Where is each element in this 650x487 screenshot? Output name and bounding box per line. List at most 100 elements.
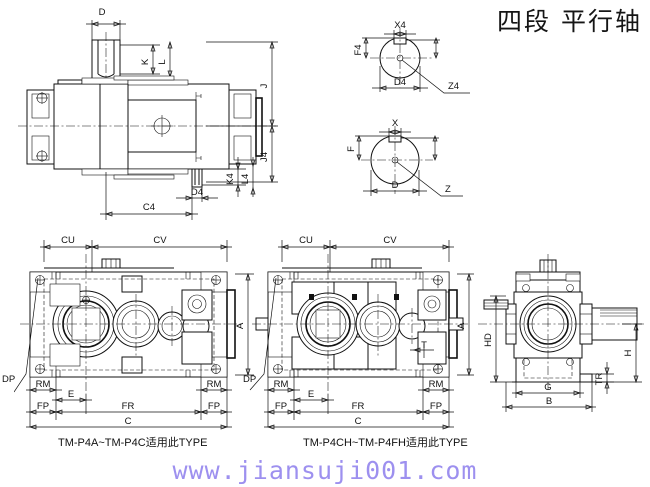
dimension-FR: FR [52,401,206,420]
label-Z4: Z4 [448,81,459,92]
dimension-L: L [157,40,173,79]
label-C4: C4 [143,202,155,213]
label-H: H [623,349,634,356]
keyway-detail-lower: X F D Z [346,118,463,197]
dimension-E: E [52,389,92,414]
label-L4: L4 [240,174,251,185]
label-CV-right: CV [383,235,397,246]
label-E-right: E [308,389,314,400]
top-assembly-view: D K L [18,7,278,220]
dimension-K4: K4 [202,157,246,197]
label-L: L [157,59,168,64]
leader-Z: Z [396,161,463,197]
dimension-C: C [26,416,232,430]
label-FP-r2: FP [430,401,442,412]
dimension-X: X [379,118,411,142]
dimension-D-detail: D [363,170,427,196]
label-B: B [546,396,552,407]
label-A-right: A [456,322,467,329]
label-K4: K4 [225,173,236,185]
label-D-detail: D [392,180,399,191]
dimension-RM-right-right-view: RM [418,377,454,407]
label-HD: HD [483,333,494,347]
label-A: A [235,322,246,329]
site-watermark: www.jiansuji001.com [172,456,478,485]
dimension-FP-right: FP [197,397,232,427]
dimension-F4: F4 [353,37,440,59]
label-K: K [140,58,151,65]
label-FP-l2: FP [275,401,287,412]
dimension-C-right: C [264,416,454,430]
leader-DP-right [249,277,277,391]
label-FR-right: FR [352,401,365,412]
label-G: G [544,382,551,393]
label-TR: TR [594,373,605,386]
dimension-C4: C4 [100,172,198,220]
caption-left-type: TM-P4A~TM-P4C适用此TYPE [58,437,208,449]
plan-view-left: CU CV [14,235,254,430]
dimension-G: G [512,382,584,398]
dimension-HD: HD [483,294,512,384]
dimension-K: K [120,43,160,76]
label-X: X [392,118,399,129]
side-housing [478,254,644,390]
label-FP-right: FP [208,401,220,412]
keyway-detail-upper: X4 F4 D4 Z4 [353,20,470,94]
plan-housing-right [252,254,468,394]
label-DP-right: DP [243,374,257,385]
label-T: T [421,340,427,351]
dimension-RM-right: RM [196,377,232,407]
dimension-D4: D4 [176,185,218,202]
label-D: D [99,7,106,18]
dimension-A-right: A [456,272,474,377]
dimension-A: A [235,272,254,377]
leader-DP [14,277,39,393]
dimension-RM-left: RM [26,377,62,407]
dimension-RM-left-right-view: RM [264,377,300,407]
dimension-L4: L4 [240,157,256,197]
label-CU-right: CU [299,235,313,246]
label-E: E [68,389,74,400]
label-F: F [346,146,357,152]
label-FP-left: FP [37,401,49,412]
label-C-left: C [125,416,132,427]
plan-view-right: CU CV [249,235,474,430]
label-X4: X4 [394,20,406,31]
dimension-B: B [502,382,596,412]
label-RM-l2: RM [274,379,289,390]
plan-housing-left [20,254,242,394]
label-Z: Z [445,184,451,195]
dimension-CU-right: CU [278,235,334,280]
label-J4: J4 [259,152,270,162]
dimension-J: J [206,40,278,128]
label-FR: FR [122,401,135,412]
label-RM-right: RM [207,379,222,390]
dimension-FP-right-right-view: FP [419,397,454,427]
housing-body [18,75,276,188]
dimension-TR: TR [584,362,614,394]
shaft-section-lower [361,126,433,194]
label-CV: CV [153,235,167,246]
label-C-right: C [355,416,362,427]
label-F4: F4 [353,44,364,55]
leader-Z4: Z4 [401,59,470,94]
side-elevation-view: HD H TR G [478,254,644,412]
dimension-D4-detail: D4 [372,66,428,92]
dimension-CV-right: CV [326,235,454,262]
label-D4-detail: D4 [394,77,406,88]
label-DP-left: DP [2,374,16,385]
label-RM-left: RM [36,379,51,390]
label-J: J [259,83,270,88]
label-D4: D4 [191,187,203,198]
dimension-CV: CV [88,235,232,262]
dimension-T: T [410,340,434,358]
dimension-E-right: E [290,389,334,414]
label-RM-r2: RM [429,379,444,390]
dimension-J4: J4 [206,124,278,184]
label-CU: CU [61,235,75,246]
page-title: 四段 平行轴 [497,7,642,36]
dimension-FR-right: FR [290,401,428,420]
dimension-X4: X4 [384,20,416,44]
caption-right-type: TM-P4CH~TM-P4FH适用此TYPE [303,437,468,449]
